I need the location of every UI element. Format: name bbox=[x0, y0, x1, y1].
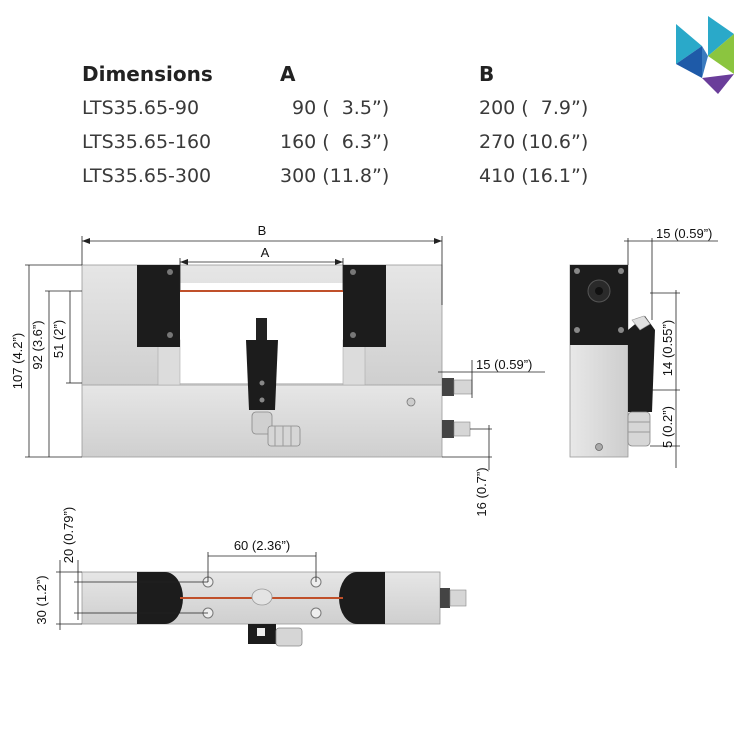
row-model: LTS35.65-90 bbox=[82, 97, 200, 119]
side-view: 15 (0.59”) 14 (0.55”) 5 (0.2”) bbox=[569, 226, 718, 468]
right-receiver-block bbox=[343, 265, 386, 347]
top-dim-30: 30 (1.2”) bbox=[34, 575, 49, 624]
header-b: B bbox=[479, 62, 495, 86]
dim-b-label: B bbox=[258, 223, 267, 238]
front-view: B A 107 (4.2”) 92 (3.6”) 51 (2”) 15 (0.5… bbox=[10, 223, 545, 517]
dim-connector-offset: 15 (0.59”) bbox=[476, 357, 532, 372]
row-b: 200 ( 7.9”) bbox=[479, 97, 589, 119]
row-a: 90 ( 3.5”) bbox=[292, 97, 390, 119]
brand-logo-icon bbox=[676, 16, 734, 94]
row-model: LTS35.65-160 bbox=[82, 131, 212, 153]
top-dim-hole-spacing: 60 (2.36”) bbox=[234, 538, 290, 553]
side-dim-5: 5 (0.2”) bbox=[660, 406, 675, 448]
row-b: 410 (16.1”) bbox=[479, 165, 589, 187]
dim-a-label: A bbox=[261, 245, 270, 260]
top-view: 60 (2.36”) 20 (0.79”) 30 (1.2”) bbox=[34, 507, 467, 647]
top-dim-20: 20 (0.79”) bbox=[61, 507, 76, 563]
header-dimensions: Dimensions bbox=[82, 62, 213, 86]
dim-connector-drop: 16 (0.7”) bbox=[474, 467, 489, 516]
row-a: 160 ( 6.3”) bbox=[280, 131, 390, 153]
row-a: 300 (11.8”) bbox=[280, 165, 390, 187]
left-emitter-block bbox=[137, 265, 180, 347]
side-dim-14: 14 (0.55”) bbox=[660, 320, 675, 376]
header-a: A bbox=[280, 62, 296, 86]
row-model: LTS35.65-300 bbox=[82, 165, 212, 187]
dim-height-92: 92 (3.6”) bbox=[30, 320, 45, 369]
dim-height-total: 107 (4.2”) bbox=[10, 333, 25, 389]
dim-height-51: 51 (2”) bbox=[51, 320, 66, 358]
side-dim-top-offset: 15 (0.59”) bbox=[656, 226, 712, 241]
row-b: 270 (10.6”) bbox=[479, 131, 589, 153]
